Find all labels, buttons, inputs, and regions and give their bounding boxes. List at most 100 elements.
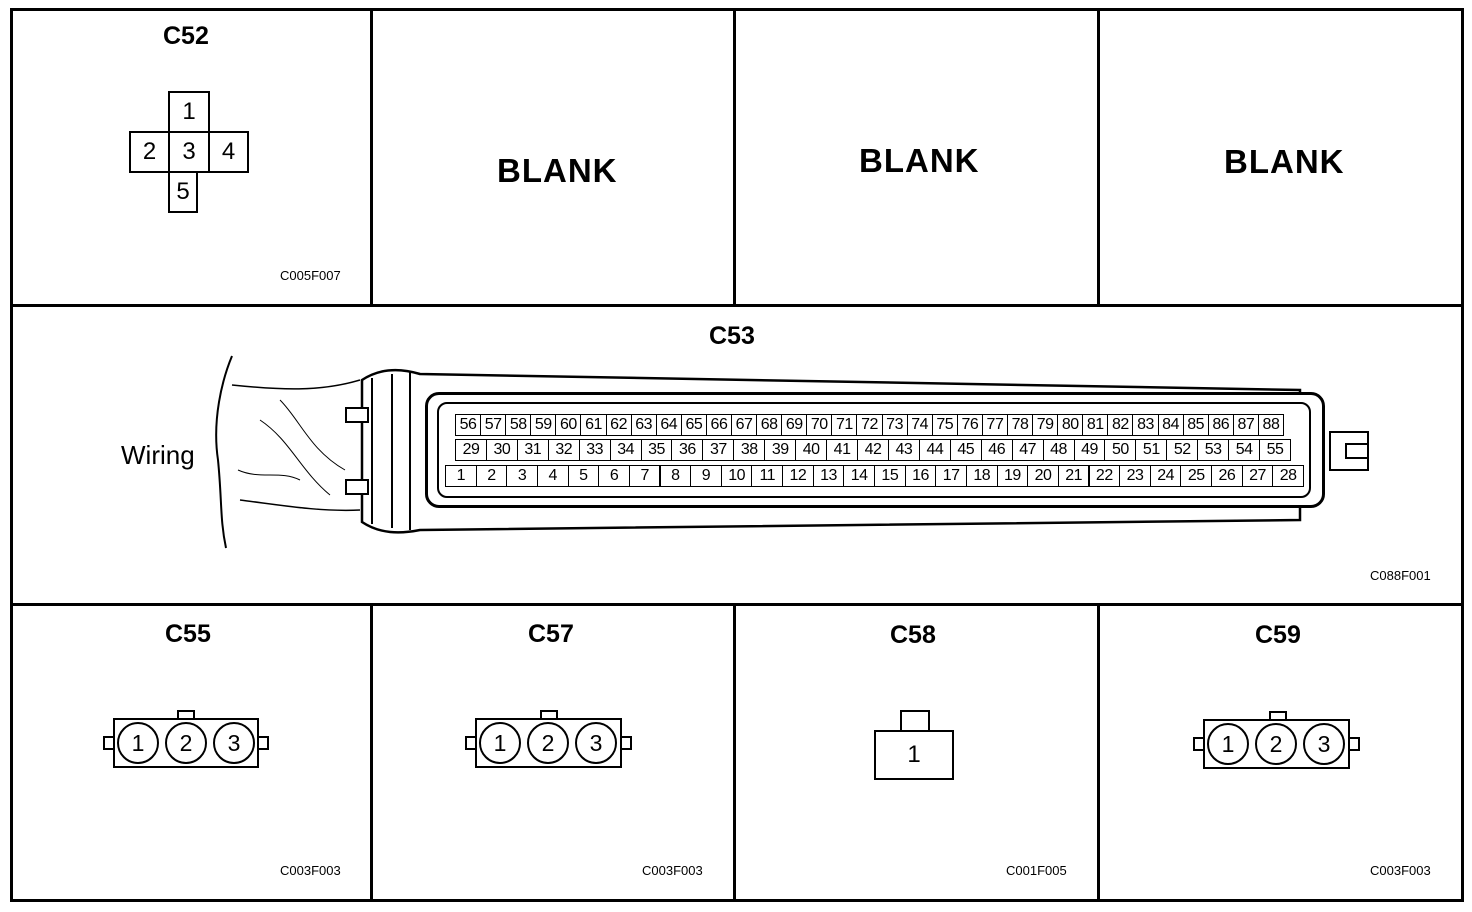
- c53-pin: 49: [1073, 439, 1106, 461]
- frame-top: [10, 8, 1464, 11]
- c53-pin: 86: [1207, 414, 1234, 436]
- connector-pin: 2: [129, 131, 170, 173]
- blank-label: BLANK: [497, 152, 618, 189]
- c53-pin: 44: [918, 439, 951, 461]
- c53-pin: 32: [547, 439, 580, 461]
- c53-pin: 54: [1228, 439, 1261, 461]
- c53-pin: 62: [605, 414, 632, 436]
- c53-pin: 68: [756, 414, 783, 436]
- divider-r1-a: [370, 8, 373, 307]
- c53-pin: 79: [1032, 414, 1059, 436]
- c53-pin: 18: [965, 465, 998, 487]
- c53-pin: 59: [530, 414, 557, 436]
- divider-r1-b: [733, 8, 736, 307]
- connector-pin: 3: [1303, 723, 1345, 765]
- right-lock-tab: [1329, 431, 1369, 471]
- c53-pin: 75: [931, 414, 958, 436]
- c53-pin: 13: [812, 465, 845, 487]
- c53-pin: 16: [904, 465, 937, 487]
- c53-pin: 84: [1157, 414, 1184, 436]
- c53-pin: 48: [1042, 439, 1075, 461]
- connector-pin: 1: [874, 730, 954, 780]
- c53-pin: 6: [598, 465, 630, 487]
- connector-latch: [900, 710, 930, 732]
- c53-pin: 15: [874, 465, 906, 487]
- c53-pin: 31: [516, 439, 549, 461]
- c53-pin: 5: [567, 465, 600, 487]
- connector-title: C57: [528, 620, 574, 648]
- c53-pin: 69: [781, 414, 808, 436]
- c53-pin: 52: [1166, 439, 1199, 461]
- c53-pin: 87: [1232, 414, 1259, 436]
- c53-pin: 64: [655, 414, 682, 436]
- c53-pin: 60: [555, 414, 582, 436]
- wire-bundle-strand: [259, 419, 331, 496]
- c53-pin: 14: [843, 465, 875, 487]
- c53-pin: 72: [856, 414, 883, 436]
- c53-pin: 74: [906, 414, 933, 436]
- c53-pin: 35: [640, 439, 673, 461]
- c53-pin: 8: [659, 465, 692, 487]
- connector-pin: 2: [527, 722, 569, 764]
- left-latch: [345, 479, 369, 495]
- blank-label: BLANK: [859, 142, 980, 179]
- c53-pin: 63: [630, 414, 657, 436]
- figure-code: C003F003: [1370, 863, 1431, 878]
- c53-pin: 88: [1257, 414, 1284, 436]
- c53-pin: 57: [480, 414, 507, 436]
- c53-pin: 25: [1180, 465, 1213, 487]
- connector-pin: 1: [168, 91, 210, 133]
- c53-pin: 58: [505, 414, 532, 436]
- connector-title: C52: [163, 22, 209, 50]
- connector-title: C58: [890, 621, 936, 649]
- figure-code: C003F003: [280, 863, 341, 878]
- c53-pin: 56: [455, 414, 482, 436]
- connector-pin: 3: [213, 722, 255, 764]
- c53-pin: 33: [578, 439, 611, 461]
- figure-code: C003F003: [642, 863, 703, 878]
- c53-pin: 78: [1007, 414, 1034, 436]
- divider-r3-a: [370, 603, 373, 902]
- c53-pin: 17: [935, 465, 967, 487]
- c53-pin: 2: [475, 465, 508, 487]
- blank-label: BLANK: [1224, 143, 1345, 180]
- c53-pin: 43: [887, 439, 920, 461]
- wire-bundle-outline: [215, 355, 233, 549]
- connector-pin: 2: [165, 722, 207, 764]
- c53-pin: 11: [751, 465, 784, 487]
- c53-pin: 28: [1272, 465, 1304, 487]
- c53-pin: 41: [826, 439, 859, 461]
- c53-pin: 71: [831, 414, 858, 436]
- c53-pin: 66: [705, 414, 732, 436]
- c53-pin: 19: [996, 465, 1029, 487]
- c53-pin: 55: [1259, 439, 1291, 461]
- c53-pin: 61: [580, 414, 607, 436]
- c53-pin: 7: [628, 465, 661, 487]
- c53-pin: 39: [764, 439, 797, 461]
- c53-pin: 77: [981, 414, 1008, 436]
- c53-pin: 85: [1182, 414, 1209, 436]
- c53-pin: 26: [1211, 465, 1243, 487]
- connector-pin: 1: [1207, 723, 1249, 765]
- c53-pin: 80: [1057, 414, 1084, 436]
- c53-pin: 70: [806, 414, 833, 436]
- c53-pin: 37: [702, 439, 735, 461]
- connector-pin: 4: [208, 131, 249, 173]
- figure-code: C088F001: [1370, 568, 1431, 583]
- connector-pin: 1: [117, 722, 159, 764]
- connector-title: C53: [709, 322, 755, 350]
- connector-title: C55: [165, 620, 211, 648]
- c53-pin: 9: [690, 465, 722, 487]
- c53-pin: 27: [1241, 465, 1274, 487]
- c53-pin: 81: [1082, 414, 1109, 436]
- wire-bundle-strand: [279, 399, 346, 471]
- c53-pin: 24: [1149, 465, 1182, 487]
- wire-bundle-strand: [239, 499, 361, 512]
- c53-pin: 22: [1088, 465, 1121, 487]
- connector-pin: 2: [1255, 723, 1297, 765]
- c53-pin: 23: [1119, 465, 1151, 487]
- wiring-label: Wiring: [121, 440, 195, 470]
- wire-bundle-strand: [237, 469, 301, 481]
- connector-pin: 1: [479, 722, 521, 764]
- c53-pin: 3: [506, 465, 538, 487]
